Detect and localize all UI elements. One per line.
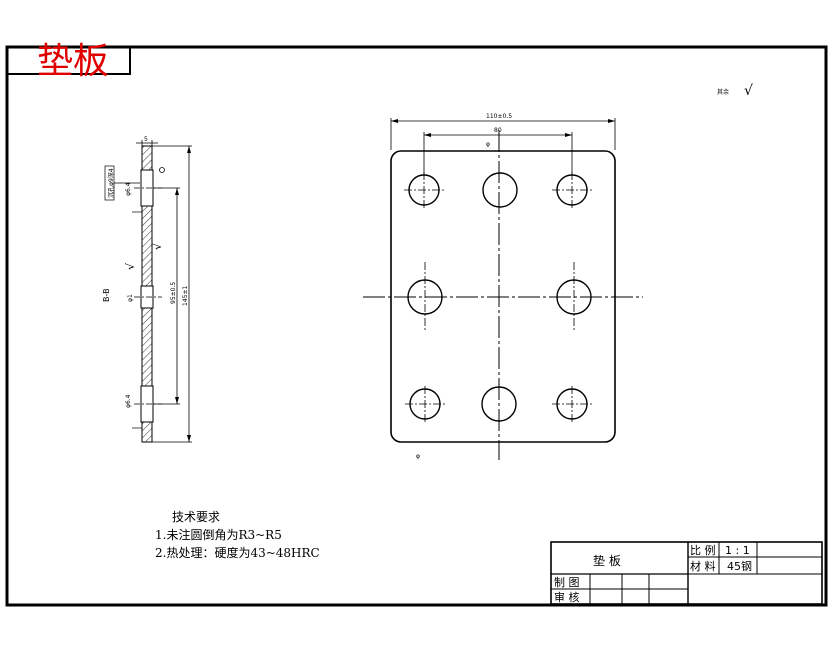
roughness-mark: √ [124, 262, 137, 270]
part-name: 垫 板 [593, 553, 621, 568]
hole [407, 262, 443, 332]
hole [482, 172, 518, 208]
hole [404, 172, 444, 208]
title-tab [6, 46, 131, 75]
scale-label: 比 例 [690, 543, 716, 557]
hole [552, 172, 592, 208]
dim-hole-spacing: 80 [494, 127, 502, 134]
tech-item: 1.未注圆倒角为R3~R5 [155, 527, 282, 542]
dim-overall-width: 110±0.5 [486, 113, 512, 120]
sheet-border [5, 45, 828, 607]
hole [405, 386, 445, 422]
checked-label: 审 核 [554, 590, 580, 604]
section-label: B-B [102, 288, 111, 302]
dim-mid: φ1 [127, 294, 134, 302]
title-block: 垫 板 比 例 1 : 1 材 料 45钢 制 图 审 核 [550, 541, 823, 605]
dim-section-total: 145±1 [182, 286, 189, 306]
section-view: 5 145±1 95±0.5 φ6.4 沉孔φ9深4 φ1 φ6.4 √ √ B… [102, 136, 192, 443]
technical-requirements: 技术要求 1.未注圆倒角为R3~R5 2.热处理：硬度为43~48HRC [155, 510, 320, 560]
tech-heading: 技术要求 [172, 510, 220, 524]
roughness-mark: √ [151, 242, 164, 250]
dim-section-inner: 95±0.5 [170, 282, 177, 304]
hole [556, 262, 592, 332]
material-value: 45钢 [727, 560, 752, 573]
dim-hole-top: φ6.4 [125, 182, 132, 196]
roughness-label: 其余 [717, 88, 729, 96]
hole [481, 386, 517, 422]
dim-counterbore: 沉孔φ9深4 [107, 168, 115, 198]
drawn-label: 制 图 [554, 576, 580, 589]
dim-hole-label: φ [486, 141, 490, 148]
drawing-title: 垫板 [37, 41, 109, 82]
tech-item: 2.热处理：硬度为43~48HRC [155, 545, 320, 560]
material-label: 材 料 [690, 559, 716, 573]
hole [552, 386, 592, 422]
dim-section-thickness: 5 [144, 136, 148, 143]
dim-bottom-label: φ [416, 453, 420, 460]
dim-hole-bottom: φ6.4 [125, 394, 132, 408]
roughness-symbol: √ [744, 83, 753, 99]
plan-view: 110±0.5 80 φ φ [363, 113, 643, 460]
scale-value: 1 : 1 [725, 544, 750, 557]
